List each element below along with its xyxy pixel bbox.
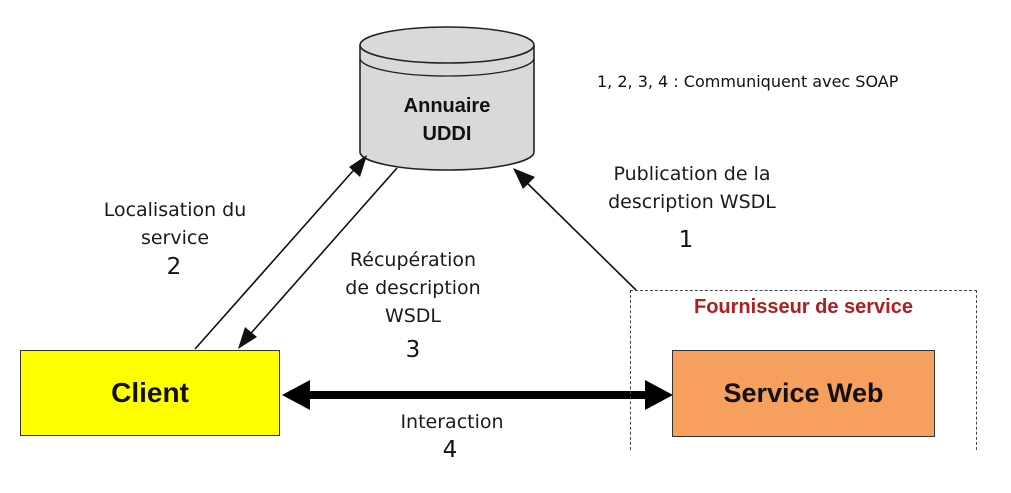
publication-label-line2: description WSDL [608, 191, 776, 213]
provider-frame [630, 290, 977, 450]
step-number-1: 1 [678, 227, 694, 253]
registry-label: Annuaire UDDI [360, 92, 534, 148]
interaction-label: Interaction [400, 411, 504, 433]
arrowhead-recuperation [238, 327, 257, 349]
registry-label-line2: UDDI [422, 123, 472, 145]
arrow-publication [521, 177, 637, 291]
recuperation-label: Récupération de description WSDL [318, 246, 508, 330]
localisation-label-line1: Localisation du [103, 199, 247, 221]
step-number-3: 3 [405, 337, 421, 363]
client-label: Client [111, 377, 189, 408]
client-box: Client [20, 350, 280, 436]
registry-label-line1: Annuaire [403, 95, 491, 117]
arrow-recuperation [244, 167, 398, 341]
step-number-2: 2 [166, 254, 182, 280]
step-number-4: 4 [442, 437, 458, 463]
publication-label: Publication de la description WSDL [582, 160, 802, 216]
recuperation-label-line3: WSDL [384, 305, 442, 327]
arrow-localisation [194, 162, 361, 350]
localisation-label: Localisation du service [75, 196, 275, 252]
recuperation-label-line2: de description [345, 277, 481, 299]
provider-title: Fournisseur de service [694, 296, 913, 318]
service-web-box: Service Web [672, 350, 935, 437]
arrowhead-interaction-right [645, 380, 673, 410]
service-web-label: Service Web [723, 378, 884, 408]
arrowhead-publication [513, 168, 535, 189]
recuperation-label-line1: Récupération [349, 249, 477, 271]
publication-label-line1: Publication de la [613, 163, 771, 185]
soap-note: 1, 2, 3, 4 : Communiquent avec SOAP [597, 72, 899, 91]
registry-cylinder [359, 26, 535, 171]
arrowhead-interaction-left [282, 380, 310, 410]
arrowhead-localisation [349, 155, 367, 177]
localisation-label-line2: service [140, 227, 210, 249]
